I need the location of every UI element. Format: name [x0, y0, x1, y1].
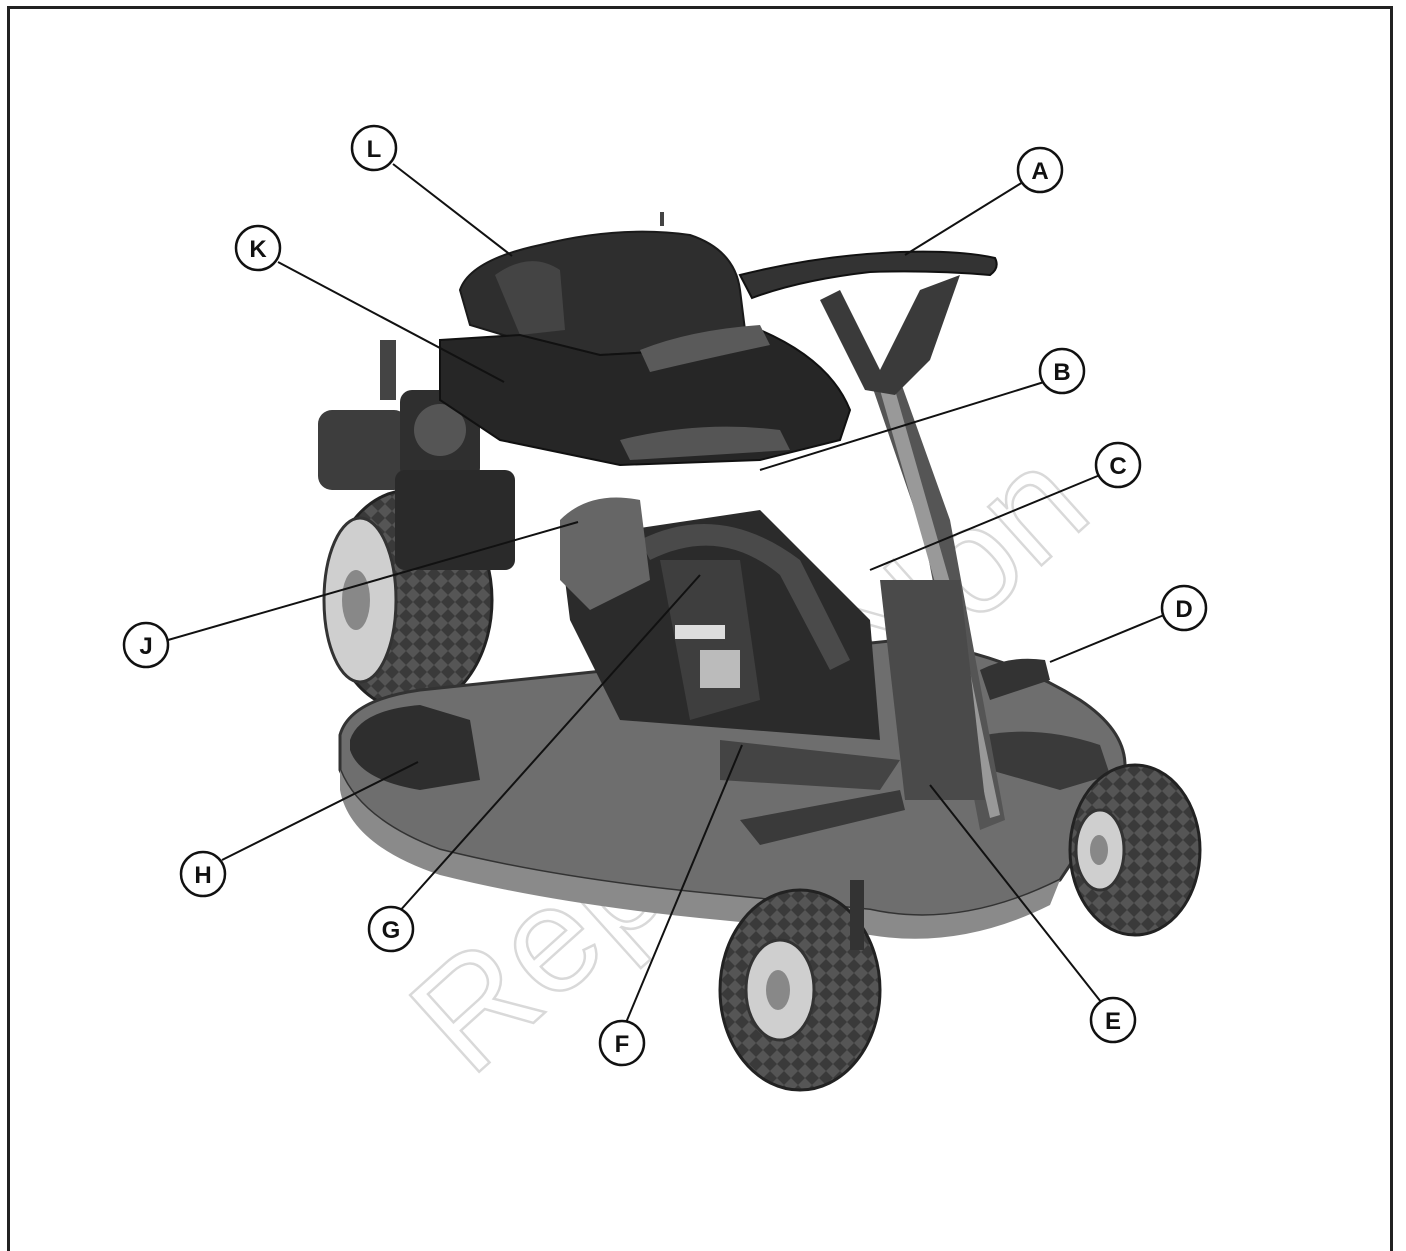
callout-j: J — [124, 623, 168, 667]
callout-j-label: J — [139, 633, 152, 660]
callout-g-label: G — [382, 917, 401, 944]
callout-h: H — [181, 852, 225, 896]
callout-e: E — [1091, 998, 1135, 1042]
seat — [440, 212, 850, 465]
callout-k-label: K — [249, 236, 267, 263]
callout-g: G — [369, 907, 413, 951]
callout-c-label: C — [1109, 453, 1126, 480]
callout-d-label: D — [1175, 596, 1192, 623]
callout-c: C — [1096, 443, 1140, 487]
callout-l-label: L — [367, 136, 382, 163]
leader-line-d — [1050, 615, 1164, 662]
callout-d: D — [1162, 586, 1206, 630]
leader-line-a — [905, 182, 1023, 255]
callout-l: L — [352, 126, 396, 170]
callout-b-label: B — [1053, 359, 1070, 386]
callout-h-label: H — [194, 862, 211, 889]
callout-k: K — [236, 226, 280, 270]
callout-a-label: A — [1031, 158, 1048, 185]
callout-a: A — [1018, 148, 1062, 192]
callout-e-label: E — [1105, 1008, 1121, 1035]
callout-f: F — [600, 1021, 644, 1065]
leader-line-l — [393, 164, 512, 256]
callout-f-label: F — [615, 1031, 630, 1058]
callout-b: B — [1040, 349, 1084, 393]
front-right-wheel — [1070, 765, 1200, 935]
